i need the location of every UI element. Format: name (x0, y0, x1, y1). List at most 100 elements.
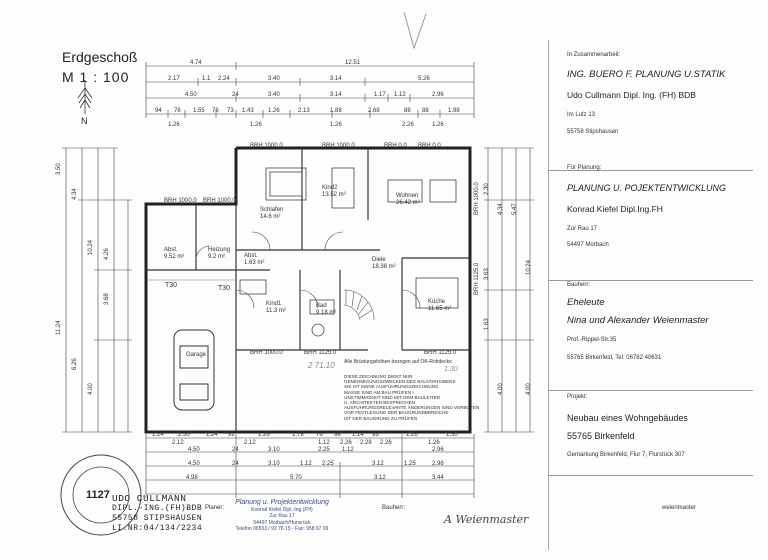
dim-label: 1.14 (352, 432, 364, 438)
dim-label: 1.12 (394, 92, 406, 98)
room-area: 11.3 m² (266, 308, 286, 314)
brh-label: BRH 0.0 (384, 143, 407, 149)
dim-label: 1.12 (300, 461, 312, 467)
dim-label: 4.00 (498, 383, 504, 395)
dim-label: 88 (422, 108, 429, 114)
planning-city: 54497 Morbach (567, 242, 609, 248)
bauherr-label: Bauherr: (382, 505, 406, 511)
dim-label: 3.68 (104, 293, 110, 305)
dim-label: 3.44 (432, 475, 444, 481)
floor-title: Erdgeschoß (62, 49, 138, 65)
dim-label: 2.96 (432, 461, 444, 467)
dim-label: 1.26 (428, 440, 440, 446)
dim-label: 2.26 (380, 440, 392, 446)
brh-label: BRH 1000.0 (164, 198, 197, 204)
dim-label: 76 (174, 108, 181, 114)
engineer-seal (60, 454, 142, 536)
room-name: Kind1 (266, 301, 282, 307)
owner-signature: A Weienmaster (444, 513, 529, 526)
dim-label: 73 (227, 108, 234, 114)
dim-label: 1.26 (432, 122, 444, 128)
room-name: Garage (186, 352, 207, 358)
dim-label: 1.12 (342, 447, 354, 453)
brh-label: BRH 1125.0 (424, 350, 457, 356)
panel-rule (548, 390, 753, 391)
planning-street: Zur Rau 17 (567, 226, 598, 232)
dim-label: 1.25 (404, 461, 416, 467)
dim-label: 2.26 (340, 440, 352, 446)
dim-label: 76 (316, 432, 323, 438)
dim-label: 98 (334, 432, 341, 438)
brh-label: BRH 0.0 (418, 143, 441, 149)
dim-label: 5.26 (418, 76, 430, 82)
room-area: 9.2 m² (208, 254, 226, 260)
stairs-note: Alle Brüstungshöhen bezogen auf OK-Rohde… (344, 359, 452, 365)
dim-label: 1.17 (374, 92, 386, 98)
dim-label: 5.70 (290, 475, 302, 481)
dim-label: 2.25 (322, 461, 334, 467)
dim-label: 24 (232, 92, 239, 98)
dim-label: 3.10 (268, 461, 280, 467)
room-name: Wohnen (396, 193, 419, 199)
project-title: Neubau eines Wohngebäudes (567, 413, 688, 423)
dim-label: 2.12 (244, 440, 256, 446)
room-area: 9.18 m² (316, 310, 337, 316)
room-name: Küche (428, 299, 446, 305)
dim-label: 3.12 (372, 461, 384, 467)
brh-label: BRH 1125.0 (304, 350, 337, 356)
bottom-dimensions (145, 434, 475, 498)
panel-rule (548, 475, 753, 476)
statik-street: Im Lutz 13 (567, 112, 596, 118)
room-name: Diele (372, 257, 386, 263)
dim-label: 2.96 (432, 447, 444, 453)
brh-label: BRH 1125.0 (474, 262, 480, 295)
dim-label: 2.12 (172, 440, 184, 446)
dim-label: 2.13 (298, 108, 310, 114)
brh-label: BRH 1000.0 (322, 143, 355, 149)
owner-line2: Nina und Alexander Weienmaster (567, 315, 709, 326)
panel-heading: Bauherr: (567, 282, 591, 288)
dim-label: 1.26 (268, 108, 280, 114)
dim-label: 3.40 (268, 76, 280, 82)
statik-person: Udo Cullmann Dipl. Ing. (FH) BDB (567, 90, 696, 100)
dim-label: 2.25 (318, 447, 330, 453)
room-name: Abst. (164, 247, 178, 253)
dim-label: 3.10 (268, 447, 280, 453)
dim-label: 2.30 (484, 183, 490, 195)
room-name: Bad (316, 303, 327, 309)
dim-label: 3.40 (268, 92, 280, 98)
dim-label: 24 (232, 447, 239, 453)
panel-heading: Für Planung: (567, 165, 602, 171)
owner-line1: Eheleute (567, 297, 605, 308)
floor-plan (144, 146, 472, 434)
planer-stamp: Planung u. Projektentwicklung Konrad Kie… (235, 499, 329, 532)
room-area: 13.52 m² (322, 192, 346, 198)
door-label: T30 (165, 282, 178, 289)
room-name: Kind2 (322, 185, 338, 191)
statik-city: 55758 Stipshausen (567, 129, 619, 135)
project-parcel: Gemarkung Birkenfeld, Flur 7, Flurstück … (567, 452, 685, 458)
pencil-mark (403, 11, 427, 50)
dim-label: 1.98 (448, 108, 460, 114)
brh-label: BRH 1000.0 (203, 198, 236, 204)
dim-label: 3.63 (484, 268, 490, 280)
seal-number: 1127 (86, 489, 110, 501)
pencil-note: 2 71.10 (308, 361, 335, 370)
dim-label: 2.50 (178, 432, 190, 438)
room-area: 9.52 m² (164, 254, 185, 260)
dim-label: 1.24 (152, 432, 164, 438)
dim-label: 4.50 (188, 447, 200, 453)
panel-divider (548, 40, 549, 550)
dim-label: 4.26 (104, 248, 110, 260)
dim-label: 76 (212, 108, 219, 114)
cullmann-stamp: UDO CULLMANN DIPL.-ING.(FH)BDB 55758 STI… (112, 493, 203, 534)
dim-label: 2.28 (360, 440, 372, 446)
dim-label: 1.88 (330, 108, 342, 114)
dim-label: 4.98 (186, 475, 198, 481)
statik-company: ING. BUERO F. PLANUNG U.STATIK (567, 69, 726, 80)
panel-heading: In Zusammenarbeit: (567, 52, 621, 58)
scale-label: M 1 : 100 (62, 69, 130, 85)
room-area: 11.65 m² (428, 306, 452, 312)
panel-heading: Projekt: (567, 394, 588, 400)
room-name: Heizung (208, 247, 231, 253)
